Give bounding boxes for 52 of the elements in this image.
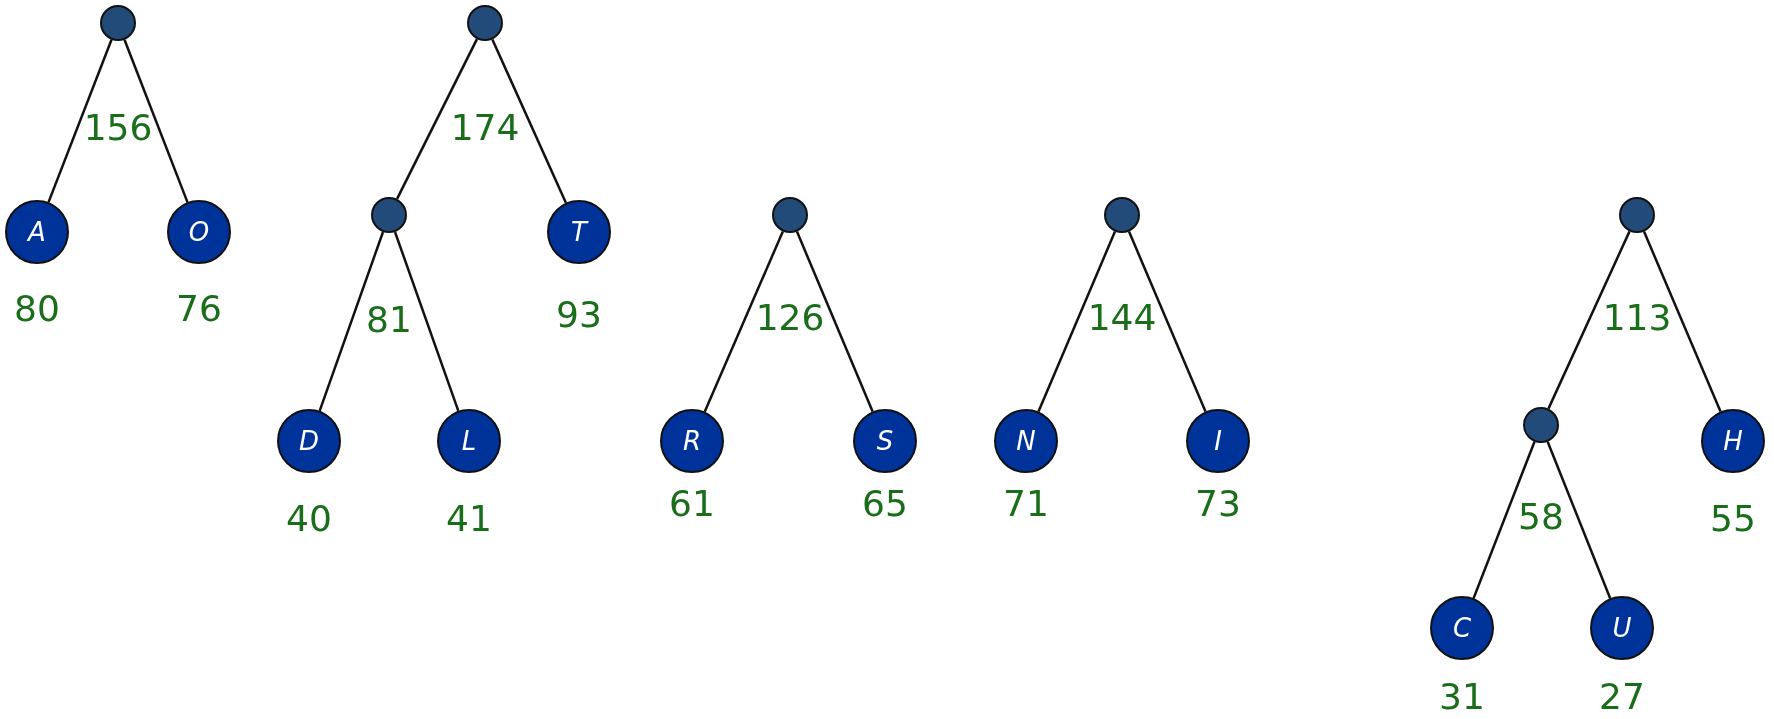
internal-node [1104, 197, 1140, 233]
leaf-node: O [167, 200, 231, 264]
tree-edge [1127, 231, 1207, 413]
tree-edge [491, 38, 567, 204]
leaf-node: L [437, 409, 501, 473]
leaf-node: R [660, 409, 724, 473]
tree-edge [1546, 441, 1612, 599]
tree-edge [1037, 231, 1117, 413]
weight-label: 31 [1439, 675, 1485, 717]
weight-label: 71 [1003, 482, 1049, 524]
weight-label: 27 [1599, 675, 1645, 717]
leaf-node: N [994, 409, 1058, 473]
weight-label: 76 [176, 287, 222, 329]
weight-label: 81 [366, 298, 412, 340]
tree-edge [318, 231, 385, 412]
weight-label: 144 [1087, 296, 1157, 338]
tree-edge [393, 231, 460, 412]
weight-label: 126 [755, 296, 825, 338]
weight-label: 58 [1518, 495, 1564, 537]
internal-node [100, 5, 136, 41]
tree-edge [1642, 231, 1722, 413]
tree-edge [47, 39, 113, 203]
leaf-node: D [277, 409, 341, 473]
weight-label: 93 [556, 293, 602, 335]
leaf-node: I [1186, 409, 1250, 473]
tree-edge [703, 231, 784, 413]
internal-node [772, 197, 808, 233]
internal-node [1619, 197, 1655, 233]
weight-label: 174 [450, 106, 520, 148]
tree-edge [1472, 441, 1536, 599]
weight-label: 156 [83, 106, 153, 148]
weight-label: 40 [286, 497, 332, 539]
leaf-node: H [1701, 409, 1765, 473]
weight-label: 113 [1602, 296, 1672, 338]
weight-label: 55 [1710, 497, 1756, 539]
leaf-node: A [5, 200, 69, 264]
internal-node [371, 197, 407, 233]
tree-edge [123, 39, 189, 203]
weight-label: 80 [14, 287, 60, 329]
tree-edge [1547, 230, 1631, 410]
leaf-node: C [1430, 596, 1494, 660]
weight-label: 65 [862, 482, 908, 524]
internal-node [467, 5, 503, 41]
weight-label: 41 [446, 497, 492, 539]
internal-node [1523, 407, 1559, 443]
weight-label: 73 [1195, 482, 1241, 524]
leaf-node: T [547, 200, 611, 264]
leaf-node: U [1590, 596, 1654, 660]
leaf-node: S [853, 409, 917, 473]
tree-edge [395, 38, 479, 200]
tree-edge [795, 231, 874, 412]
weight-label: 61 [669, 482, 715, 524]
